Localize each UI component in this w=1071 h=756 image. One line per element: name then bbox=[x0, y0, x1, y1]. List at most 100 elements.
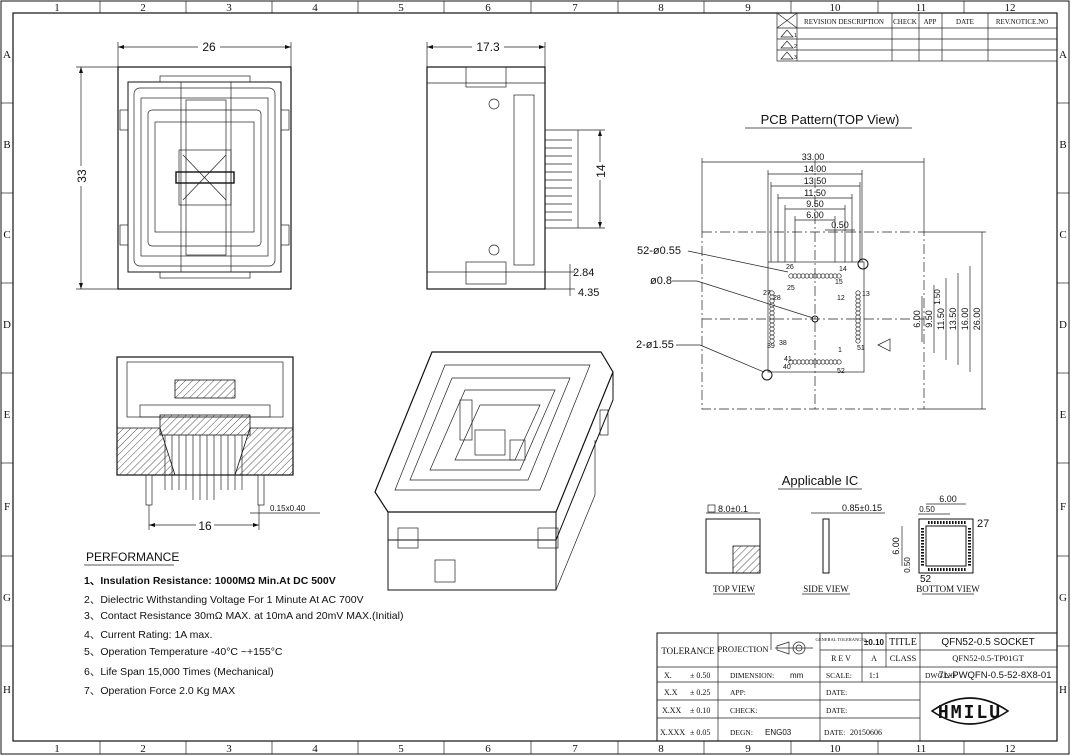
pcb-h-dim-7: 0.50 bbox=[831, 220, 849, 230]
mount-hole-left bbox=[761, 369, 773, 381]
row-label: F bbox=[1060, 501, 1066, 513]
pin-label: 1 bbox=[838, 347, 842, 354]
pcb-callout-pads: 52-ø0.55 bbox=[637, 245, 681, 257]
column-label: 6 bbox=[485, 2, 491, 14]
mount-hole-right bbox=[857, 258, 869, 270]
ic-pad bbox=[955, 568, 957, 571]
tb-tol-label-1: X. bbox=[664, 671, 672, 680]
pcb-pad bbox=[816, 273, 822, 279]
pcb-pad bbox=[804, 359, 810, 365]
pcb-pad bbox=[769, 330, 775, 336]
ic-top-view-label: TOP VIEW bbox=[713, 584, 756, 594]
ic-pad bbox=[968, 531, 971, 533]
pin-label: 12 bbox=[837, 295, 845, 302]
row-label: G bbox=[3, 592, 11, 604]
column-label: 1 bbox=[54, 2, 60, 14]
tb-rev-value: A bbox=[871, 654, 877, 663]
tb-dimension-label: DIMENSION: bbox=[730, 671, 774, 680]
column-label: 4 bbox=[312, 2, 318, 14]
pcb-pad bbox=[820, 359, 826, 365]
rev-header-app: APP bbox=[924, 18, 937, 26]
projection-symbol-icon bbox=[775, 641, 813, 655]
ic-pad bbox=[921, 540, 924, 542]
rev-mark-2: 2 bbox=[794, 44, 797, 50]
tb-general-tol: GENERAL TOLERANCES bbox=[815, 637, 867, 642]
pcb-pad bbox=[855, 294, 861, 300]
pcb-pad bbox=[855, 322, 861, 328]
tb-dimension-value: mm bbox=[790, 671, 804, 680]
ic-pad bbox=[943, 521, 945, 524]
tb-general-tol-val: ±0.10 bbox=[864, 638, 885, 647]
pin-label: 13 bbox=[862, 291, 870, 298]
pcb-pad bbox=[855, 338, 861, 344]
ic-pad bbox=[968, 543, 971, 545]
pin-label: 51 bbox=[857, 345, 865, 352]
column-label: 5 bbox=[398, 2, 404, 14]
ic-pad bbox=[937, 568, 939, 571]
pcb-pad bbox=[812, 273, 818, 279]
pin-label: 52 bbox=[837, 368, 845, 375]
column-label: 8 bbox=[658, 2, 664, 14]
tb-class-value: QFN52-0.5-TP01GT bbox=[952, 653, 1024, 663]
tb-tol-label-3: X.XX bbox=[662, 706, 682, 715]
dim-top-height: 33 bbox=[75, 169, 89, 183]
rev-header-check: CHECK bbox=[893, 18, 917, 26]
pcb-pad bbox=[820, 273, 826, 279]
socket-top-view: 26 33 bbox=[74, 39, 292, 290]
ic-pad bbox=[931, 568, 933, 571]
column-label: 10 bbox=[830, 743, 842, 755]
tb-check-label: CHECK: bbox=[730, 706, 758, 715]
pcb-v-dim-3: 11.50 bbox=[936, 308, 946, 330]
tb-tolerance: TOLERANCE bbox=[661, 646, 715, 656]
row-label: E bbox=[1060, 409, 1067, 421]
pcb-pad bbox=[788, 273, 794, 279]
column-label: 5 bbox=[398, 743, 404, 755]
pin-label: 26 bbox=[786, 264, 794, 271]
ic-pad bbox=[934, 521, 936, 524]
pin-label: 14 bbox=[839, 266, 847, 273]
pcb-pad bbox=[855, 334, 861, 340]
row-label: B bbox=[1059, 139, 1066, 151]
ic-pad bbox=[931, 521, 933, 524]
performance-item-5: 5、Operation Temperature -40°C ~+155°C bbox=[84, 646, 283, 658]
tb-design-date-label: DATE: bbox=[824, 728, 845, 737]
tb-scale-label: SCALE: bbox=[826, 671, 852, 680]
ic-pad bbox=[968, 540, 971, 542]
column-label: 12 bbox=[1005, 743, 1016, 755]
ic-pad bbox=[952, 568, 954, 571]
performance-item-1: 1、Insulation Resistance: 1000MΩ Min.At D… bbox=[84, 575, 336, 587]
pcb-pad bbox=[855, 298, 861, 304]
row-label: D bbox=[1059, 319, 1067, 331]
ic-pad bbox=[946, 568, 948, 571]
pcb-v-dim-5: 16.00 bbox=[960, 308, 970, 331]
pcb-pad bbox=[769, 322, 775, 328]
pcb-pad bbox=[792, 273, 798, 279]
column-label: 8 bbox=[658, 743, 664, 755]
ic-pad bbox=[921, 564, 924, 566]
pcb-pad bbox=[800, 359, 806, 365]
ic-pad bbox=[968, 528, 971, 530]
ic-pad bbox=[968, 546, 971, 548]
column-label: 11 bbox=[916, 743, 927, 755]
row-label: C bbox=[3, 229, 10, 241]
column-label: 7 bbox=[572, 2, 578, 14]
dim-front-width: 16 bbox=[198, 519, 212, 533]
title-block: TOLERANCE PROJECTION GENERAL TOLERANCES … bbox=[656, 632, 1058, 742]
tb-tol-val-1: ± 0.50 bbox=[690, 671, 710, 680]
tb-title-label: TITLE bbox=[889, 637, 917, 648]
pcb-pad bbox=[788, 359, 794, 365]
tb-dwg-label: DWG.NO bbox=[925, 671, 956, 680]
pcb-pad bbox=[855, 310, 861, 316]
ic-pad bbox=[968, 561, 971, 563]
ic-pad bbox=[961, 568, 963, 571]
pcb-pad bbox=[836, 359, 842, 365]
ic-side-dim: 0.85±0.15 bbox=[842, 503, 882, 513]
pcb-v-dim-4: 13.50 bbox=[948, 308, 958, 331]
pcb-pad bbox=[769, 294, 775, 300]
ic-pad bbox=[921, 561, 924, 563]
